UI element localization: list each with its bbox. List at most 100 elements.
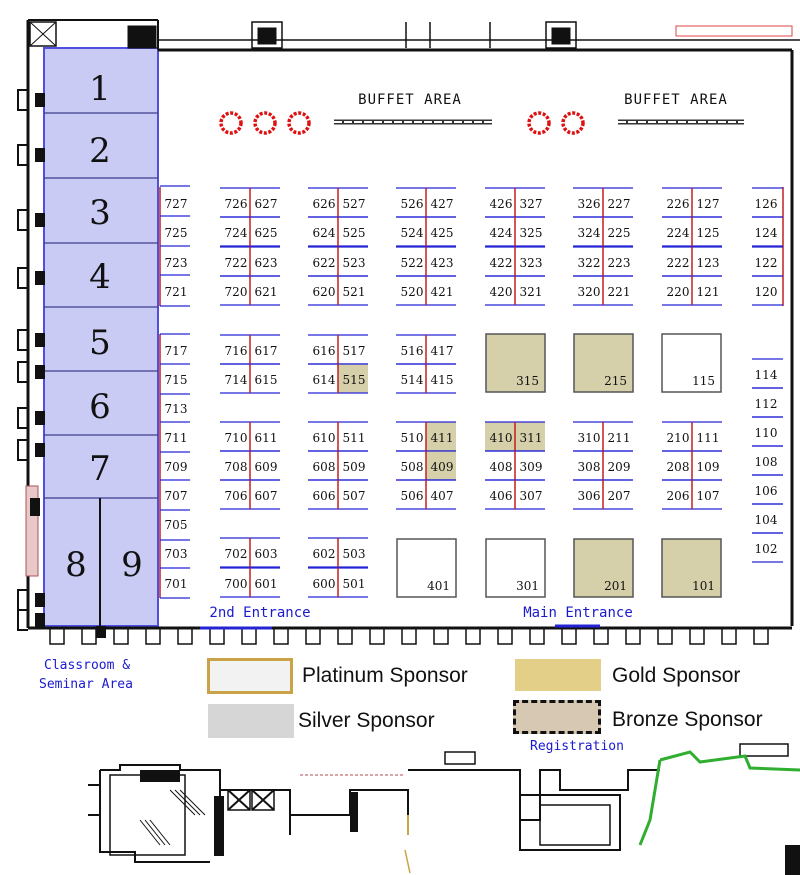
booth-525: 525 [343, 226, 366, 240]
booth-227: 227 [608, 197, 631, 211]
booth-424: 424 [490, 226, 513, 240]
round-table-icon [287, 111, 311, 135]
booth-700: 700 [225, 577, 248, 591]
booth-503: 503 [343, 547, 366, 561]
booth-123: 123 [697, 256, 720, 270]
booth-501: 501 [343, 577, 366, 591]
booth-624: 624 [313, 226, 336, 240]
booth-622: 622 [313, 256, 336, 270]
buffet-label-left: BUFFET AREA [358, 92, 462, 108]
booth-611: 611 [255, 431, 278, 445]
booth-423: 423 [431, 256, 454, 270]
booth-107: 107 [697, 489, 720, 503]
booth-609: 609 [255, 460, 278, 474]
booth-422: 422 [490, 256, 513, 270]
booth-520: 520 [401, 285, 424, 299]
booth-401-island [396, 538, 457, 598]
booth-514: 514 [401, 373, 424, 387]
second-entrance-label: 2nd Entrance [209, 605, 310, 621]
booth-607: 607 [255, 489, 278, 503]
booth-101: 101 [692, 579, 715, 593]
classroom-room-1: 1 [89, 69, 111, 109]
booth-702: 702 [225, 547, 248, 561]
booth-325: 325 [520, 226, 543, 240]
classroom-room-4: 4 [89, 257, 111, 297]
round-table-icon [253, 111, 277, 135]
booth-510: 510 [401, 431, 424, 445]
booth-714: 714 [225, 373, 248, 387]
booth-411: 411 [431, 431, 454, 445]
booth-523: 523 [343, 256, 366, 270]
booth-723: 723 [165, 256, 188, 270]
booth-323: 323 [520, 256, 543, 270]
booth-720: 720 [225, 285, 248, 299]
legend-bronze: Bronze Sponsor [612, 708, 763, 731]
booth-509: 509 [343, 460, 366, 474]
booth-110: 110 [755, 426, 778, 440]
booth-707: 707 [165, 489, 188, 503]
booth-701: 701 [165, 577, 188, 591]
booth-114: 114 [755, 368, 778, 382]
booth-703: 703 [165, 547, 188, 561]
booth-608: 608 [313, 460, 336, 474]
classroom-room-6: 6 [89, 387, 111, 427]
gold-swatch [515, 659, 601, 691]
booth-706: 706 [225, 489, 248, 503]
classroom-area-label-line1: Classroom & [44, 658, 131, 673]
booth-223: 223 [608, 256, 631, 270]
booth-215: 215 [604, 374, 627, 388]
booth-127: 127 [697, 197, 720, 211]
booth-108: 108 [755, 455, 778, 469]
booth-621: 621 [255, 285, 278, 299]
booth-408: 408 [490, 460, 513, 474]
booth-508: 508 [401, 460, 424, 474]
booth-104: 104 [755, 513, 778, 527]
booth-716: 716 [225, 344, 248, 358]
booth-617: 617 [255, 344, 278, 358]
booth-517: 517 [343, 344, 366, 358]
booth-120: 120 [755, 285, 778, 299]
classroom-room-5: 5 [89, 323, 111, 363]
booth-709: 709 [165, 460, 188, 474]
booth-425: 425 [431, 226, 454, 240]
booth-324: 324 [578, 226, 601, 240]
booth-415: 415 [431, 373, 454, 387]
booth-507: 507 [343, 489, 366, 503]
booth-511: 511 [343, 431, 366, 445]
booth-614: 614 [313, 373, 336, 387]
booth-226: 226 [667, 197, 690, 211]
booth-320: 320 [578, 285, 601, 299]
booth-126: 126 [755, 197, 778, 211]
round-table-icon [219, 111, 243, 135]
booth-124: 124 [755, 226, 778, 240]
booth-311: 311 [520, 431, 543, 445]
booth-620: 620 [313, 285, 336, 299]
booth-301: 301 [516, 579, 539, 593]
booth-708: 708 [225, 460, 248, 474]
booth-522: 522 [401, 256, 424, 270]
booth-322: 322 [578, 256, 601, 270]
booth-524: 524 [401, 226, 424, 240]
booth-209: 209 [608, 460, 631, 474]
booth-625: 625 [255, 226, 278, 240]
buffet-area: BUFFET AREA BUFFET AREA [334, 92, 744, 125]
booth-207: 207 [608, 489, 631, 503]
classroom-room-7: 7 [89, 449, 111, 489]
booth-310: 310 [578, 431, 601, 445]
booth-713: 713 [165, 402, 188, 416]
booth-112: 112 [755, 397, 778, 411]
booth-215-island [573, 333, 634, 393]
booth-725: 725 [165, 226, 188, 240]
registration-label: Registration [530, 739, 624, 754]
booth-623: 623 [255, 256, 278, 270]
booth-122: 122 [755, 256, 778, 270]
booth-515: 515 [343, 373, 366, 387]
booth-717: 717 [165, 344, 188, 358]
booth-109: 109 [697, 460, 720, 474]
booth-121: 121 [697, 285, 720, 299]
booth-601: 601 [255, 577, 278, 591]
booth-711: 711 [165, 431, 188, 445]
booth-208: 208 [667, 460, 690, 474]
classroom-room-8: 8 [65, 545, 87, 585]
